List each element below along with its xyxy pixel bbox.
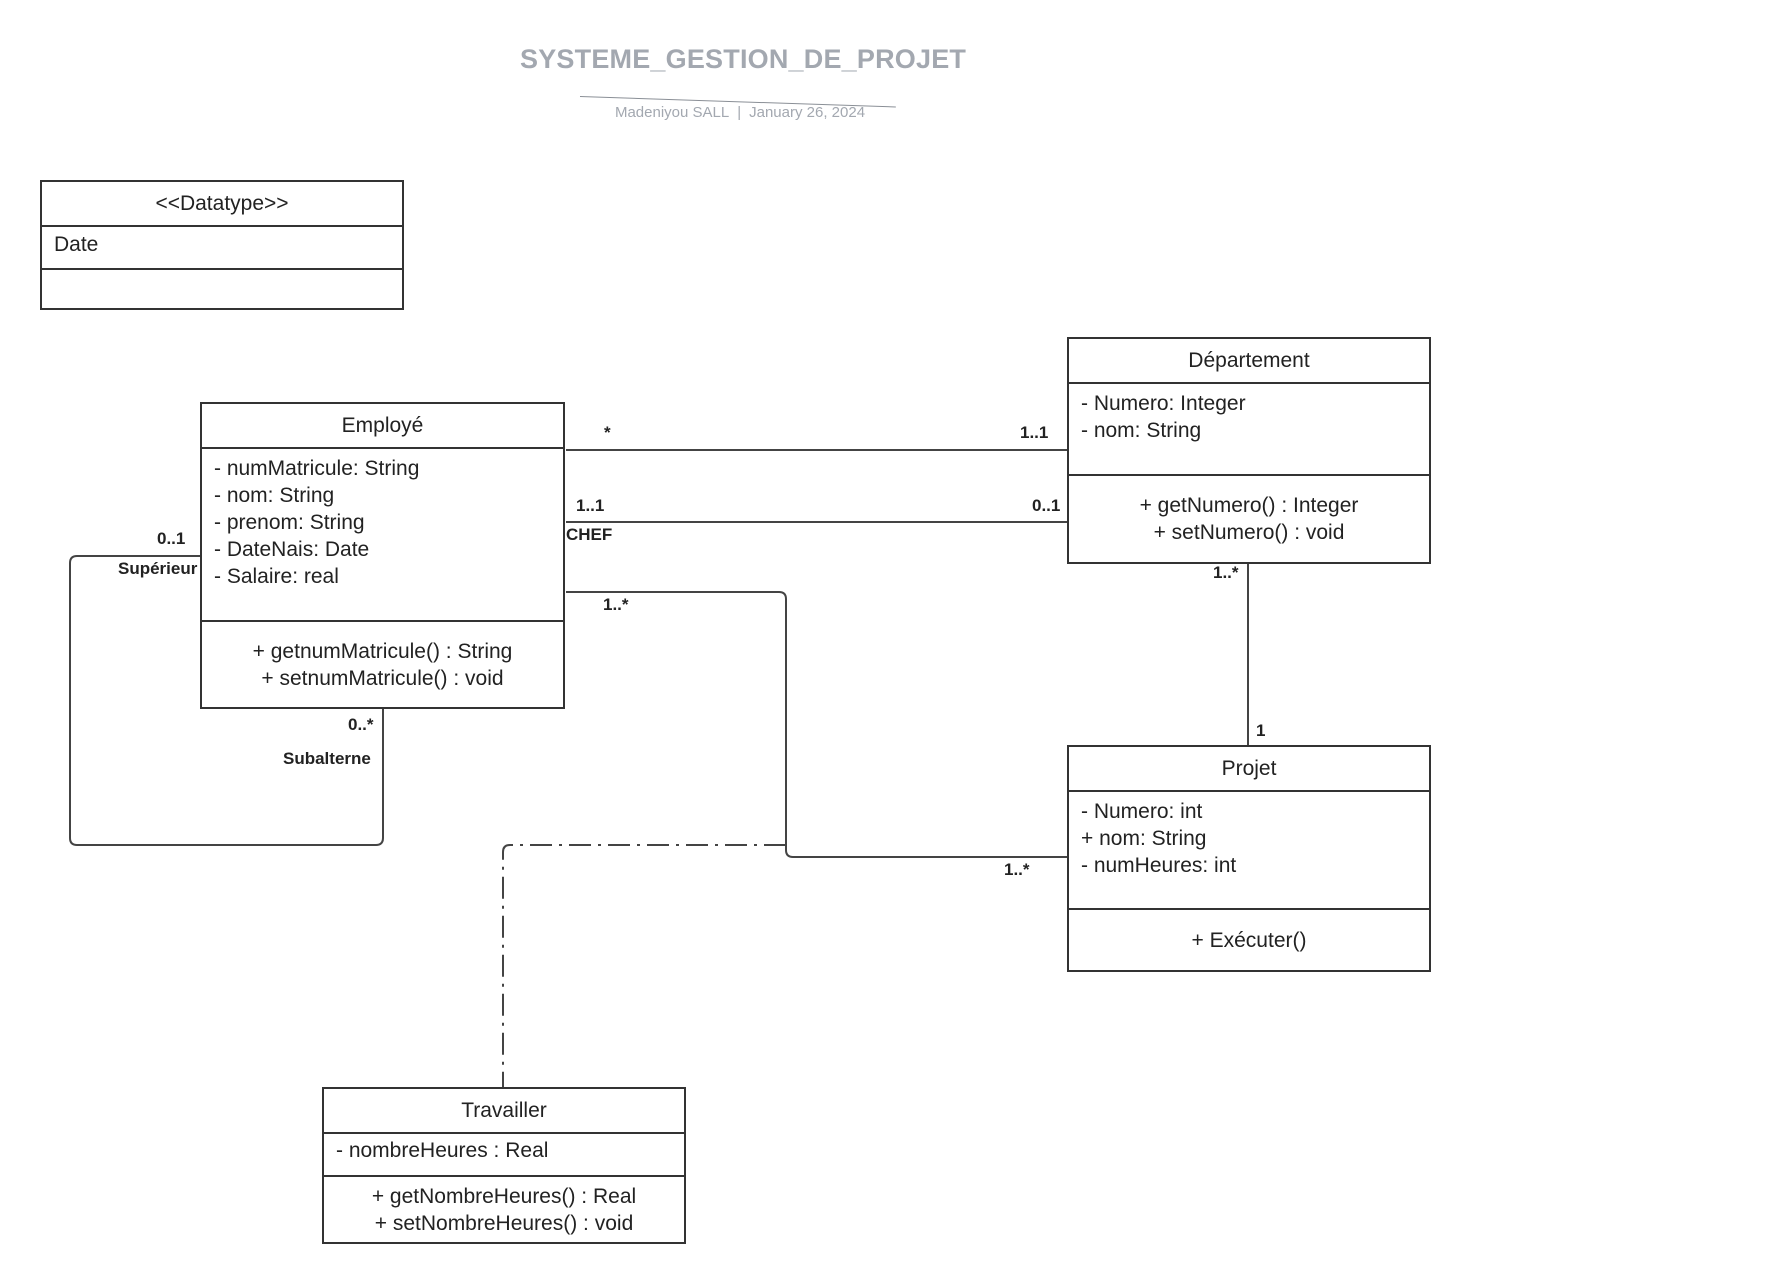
attribute: - numMatricule: String [214, 457, 420, 480]
date-label: January 26, 2024 [749, 104, 866, 121]
operation: + Exécuter() [1191, 928, 1307, 952]
class-projet: Projet - Numero: int + nom: String - num… [1067, 745, 1431, 972]
attribute: - nombreHeures : Real [336, 1139, 549, 1162]
class-employe-name: Employé [341, 413, 424, 437]
class-employe-attributes: - numMatricule: String - nom: String - p… [202, 447, 563, 620]
attribute: - numHeures: int [1081, 854, 1237, 877]
datatype-empty-section [42, 268, 402, 308]
assoc-class-link [502, 844, 786, 1087]
class-projet-operations: + Exécuter() [1069, 908, 1429, 970]
class-departement-operations: + getNumero() : Integer + setNumero() : … [1069, 474, 1429, 562]
attribute: - nom: String [214, 484, 335, 507]
multiplicity-label: * [604, 423, 611, 442]
multiplicity-label: 0..* [348, 715, 374, 734]
author-label: Madeniyou SALL [614, 104, 730, 121]
class-travailler-operations: + getNombreHeures() : Real + setNombreHe… [324, 1175, 684, 1242]
datatype-name: Date [42, 225, 402, 268]
class-travailler-name: Travailler [461, 1098, 547, 1122]
diagram-title: SYSTEME_GESTION_DE_PROJET [520, 44, 967, 74]
multiplicity-label: 1..* [1213, 563, 1239, 582]
attribute: - DateNais: Date [214, 538, 370, 561]
operation: + setnumMatricule() : void [261, 666, 504, 690]
class-departement-name: Département [1188, 348, 1310, 372]
class-travailler-attributes: - nombreHeures : Real [324, 1132, 684, 1175]
operation: + setNombreHeures() : void [374, 1211, 634, 1235]
attribute: - Numero: int [1081, 800, 1203, 823]
attribute: - prenom: String [214, 511, 365, 534]
attribute: - Numero: Integer [1081, 392, 1246, 415]
attribute: + nom: String [1081, 827, 1207, 850]
class-employe: Employé - numMatricule: String - nom: St… [200, 402, 565, 709]
class-projet-attributes: - Numero: int + nom: String - numHeures:… [1069, 790, 1429, 908]
multiplicity-label: 0..1 [157, 529, 186, 548]
role-label-subalterne: Subalterne [283, 749, 371, 768]
multiplicity-label: 1..* [603, 595, 629, 614]
multiplicity-label: 1..1 [576, 496, 605, 515]
class-travailler: Travailler - nombreHeures : Real + getNo… [322, 1087, 686, 1244]
operation: + getNumero() : Integer [1139, 494, 1359, 517]
operation: + getnumMatricule() : String [252, 639, 513, 663]
class-departement-attributes: - Numero: Integer - nom: String [1069, 382, 1429, 474]
assoc-employe-projet [566, 591, 1068, 858]
attribute: - nom: String [1081, 419, 1202, 442]
class-departement: Département - Numero: Integer - nom: Str… [1067, 337, 1431, 564]
subtitle-separator: | [737, 104, 742, 121]
operation: + getNombreHeures() : Real [371, 1184, 637, 1208]
datatype-stereotype: <<Datatype>> [155, 191, 289, 215]
class-projet-name: Projet [1221, 756, 1277, 780]
assoc-superieur-subalterne [69, 555, 384, 846]
multiplicity-label: 1..* [1004, 860, 1030, 879]
multiplicity-label: 1 [1256, 721, 1266, 740]
class-date-datatype: <<Datatype>> Date [40, 180, 404, 310]
role-label-chef: CHEF [566, 525, 613, 544]
operation: + setNumero() : void [1153, 521, 1345, 544]
diagram-subtitle: Madeniyou SALL | January 26, 2024 [540, 104, 940, 121]
role-label-superieur: Supérieur [118, 559, 198, 578]
multiplicity-label: 1..1 [1020, 423, 1049, 442]
class-employe-operations: + getnumMatricule() : String + setnumMat… [202, 620, 563, 707]
attribute: - Salaire: real [214, 565, 339, 588]
multiplicity-label: 0..1 [1032, 496, 1061, 515]
